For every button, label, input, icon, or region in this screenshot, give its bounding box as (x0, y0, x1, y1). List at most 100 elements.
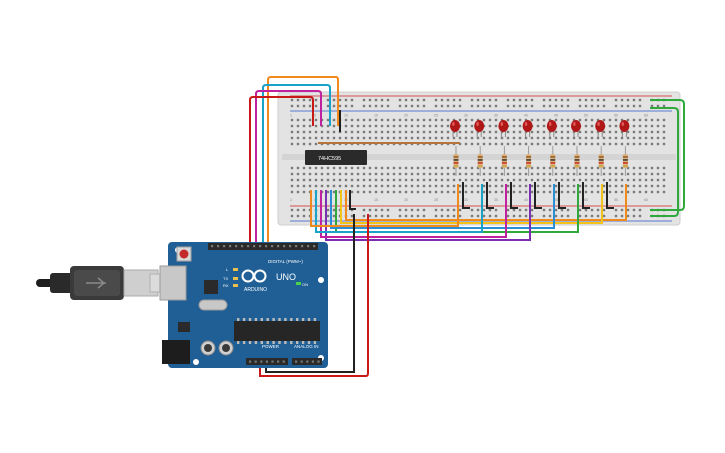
breadboard-hole (458, 136, 462, 140)
red-wire-chip[interactable] (249, 96, 314, 246)
resistor[interactable] (501, 146, 507, 176)
rail-hole (554, 214, 558, 218)
rail-hole (620, 104, 624, 108)
breadboard-hole (584, 166, 588, 170)
breadboard-hole (566, 118, 570, 122)
reset-button[interactable] (179, 249, 189, 259)
green-rail-jumper-2[interactable] (650, 107, 679, 217)
chip-pin (272, 318, 275, 321)
cyan-wire-top[interactable] (262, 84, 331, 246)
header-pin (277, 245, 280, 248)
breadboard-hole (506, 166, 510, 170)
breadboard-hole (434, 118, 438, 122)
shift-register-chip[interactable]: 74HC595 (305, 150, 367, 165)
breadboard-hole (362, 136, 366, 140)
resistor[interactable] (453, 146, 459, 176)
breadboard-hole (440, 166, 444, 170)
breadboard-hole (362, 130, 366, 134)
breadboard-hole (314, 166, 318, 170)
rail-hole (374, 208, 378, 212)
orange-wire-top[interactable] (267, 76, 339, 246)
breadboard-hole (386, 130, 390, 134)
black-jumper-7[interactable] (606, 182, 614, 209)
breadboard-hole (506, 142, 510, 146)
breadboard-hole (404, 124, 408, 128)
chip-label: 74HC595 (318, 156, 341, 162)
led[interactable] (450, 120, 460, 137)
breadboard-hole (332, 136, 336, 140)
breadboard-hole (530, 142, 534, 146)
breadboard-hole (650, 178, 654, 182)
cyan-wire-led5[interactable] (330, 184, 555, 229)
column-label-bottom: 60 (644, 198, 648, 202)
resistor[interactable] (622, 146, 628, 176)
breadboard-hole (494, 190, 498, 194)
breadboard-hole (482, 130, 486, 134)
black-jumper-3[interactable] (510, 182, 518, 209)
rail-hole (560, 98, 564, 102)
breadboard-hole (548, 172, 552, 176)
breadboard-hole (494, 178, 498, 182)
breadboard-hole (302, 166, 306, 170)
black-jumper-chip-gnd[interactable] (349, 190, 356, 210)
green-rail-jumper-1[interactable] (650, 99, 685, 211)
rail-hole (374, 104, 378, 108)
breadboard-hole (368, 136, 372, 140)
resistor[interactable] (477, 146, 483, 176)
breadboard-hole (644, 184, 648, 188)
breadboard-hole (458, 178, 462, 182)
orange-wire-led8[interactable] (345, 184, 627, 221)
black-jumper-5[interactable] (558, 182, 566, 209)
breadboard-hole (554, 172, 558, 176)
resistor[interactable] (598, 146, 604, 176)
cyan-wire-led2[interactable] (315, 184, 483, 233)
resistor[interactable] (550, 146, 556, 176)
black-jumper-6[interactable] (582, 182, 590, 209)
breadboard-hole (500, 172, 504, 176)
arduino-board[interactable]: DIGITAL (PWM~) UNO ARDUINO L TX RX ON (159, 242, 328, 368)
magenta-wire-top[interactable] (255, 90, 322, 246)
led[interactable] (546, 120, 557, 137)
led[interactable] (595, 120, 606, 137)
breadboard-hole (446, 190, 450, 194)
breadboard-hole (320, 136, 324, 140)
led[interactable] (522, 120, 533, 137)
digital-header[interactable] (208, 243, 318, 250)
breadboard-hole (554, 136, 558, 140)
breadboard-hole (572, 190, 576, 194)
breadboard-hole (314, 136, 318, 140)
rail-hole (458, 104, 462, 108)
breadboard-hole (344, 136, 348, 140)
resistor[interactable] (526, 146, 532, 176)
breadboard-hole (608, 118, 612, 122)
led[interactable] (498, 120, 509, 137)
black-jumper-4[interactable] (534, 182, 542, 209)
red-power-wire[interactable] (259, 214, 369, 377)
breadboard-hole (356, 136, 360, 140)
column-label-bottom: 40 (524, 198, 528, 202)
resistor[interactable] (574, 146, 580, 176)
breadboard-hole (464, 142, 468, 146)
chip-pin (266, 318, 269, 321)
purple-wire-led4[interactable] (325, 184, 531, 241)
black-jumper-2[interactable] (486, 182, 494, 209)
rail-hole (368, 208, 372, 212)
breadboard-hole (350, 118, 354, 122)
rail-hole (530, 214, 534, 218)
black-jumper-1[interactable] (462, 182, 470, 209)
rail-hole (590, 208, 594, 212)
breadboard-hole (314, 184, 318, 188)
magenta-wire-led3[interactable] (320, 184, 507, 238)
rail-hole (518, 104, 522, 108)
breadboard-hole (332, 178, 336, 182)
breadboard-hole (518, 172, 522, 176)
led[interactable] (474, 120, 485, 137)
yellow-wire-led7[interactable] (340, 184, 603, 224)
breadboard-hole (500, 130, 504, 134)
rail-hole (560, 208, 564, 212)
orange-wire-led1[interactable] (310, 184, 459, 227)
led[interactable] (571, 120, 581, 137)
led[interactable] (619, 120, 630, 137)
header-pin (301, 245, 304, 248)
usb-cable[interactable] (36, 266, 173, 300)
